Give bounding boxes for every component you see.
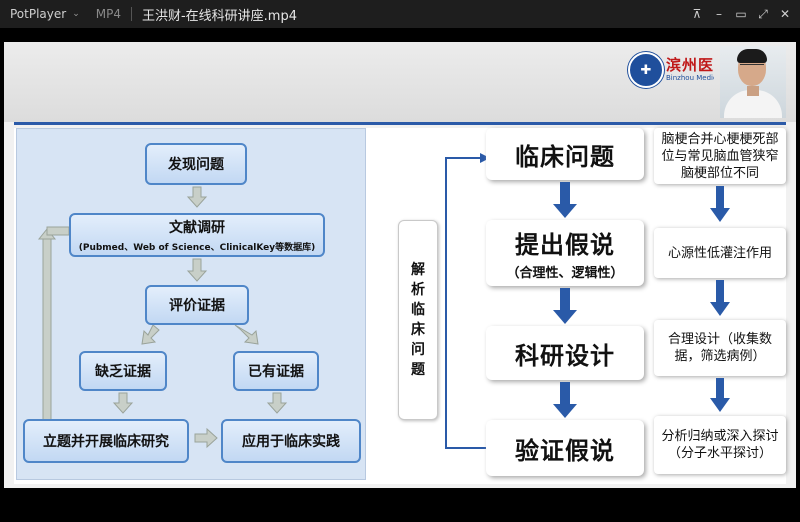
note-infarct-location: 脑梗合并心梗梗死部位与常见脑血管狭窄脑梗部位不同 bbox=[654, 128, 786, 184]
minimize-icon[interactable]: – bbox=[716, 7, 722, 21]
step-title: 临床问题 bbox=[515, 142, 615, 171]
maximize-icon[interactable]: ⤢ bbox=[758, 6, 768, 21]
research-flowchart: 发现问题 文献调研 (Pubmed、Web of Science、Clinica… bbox=[16, 128, 366, 480]
box-label: 立题并开展临床研究 bbox=[43, 434, 169, 450]
side-label-char: 床 bbox=[411, 322, 425, 338]
chevron-down-icon: ⌄ bbox=[72, 9, 80, 19]
slide: ✚ 滨州医学 Binzhou Medic bbox=[4, 42, 796, 488]
header-rule bbox=[14, 122, 786, 125]
arrow-down-icon bbox=[708, 378, 732, 414]
flowchart-connectors bbox=[37, 186, 288, 449]
arrow-down-icon bbox=[553, 288, 577, 324]
letterbox-bottom bbox=[0, 488, 800, 522]
step-title: 验证假说 bbox=[515, 436, 615, 465]
box-label: 发现问题 bbox=[168, 157, 224, 173]
note-text: 心源性低灌注作用 bbox=[667, 245, 772, 261]
close-icon[interactable]: ✕ bbox=[779, 7, 791, 21]
arrow-down-icon bbox=[553, 382, 577, 418]
box-sublabel: (Pubmed、Web of Science、ClinicalKey等数据库) bbox=[78, 243, 316, 253]
note-hypoperfusion: 心源性低灌注作用 bbox=[654, 228, 786, 278]
side-label-char: 析 bbox=[411, 282, 425, 298]
title-bar: PotPlayer ⌄ MP4 王洪财-在线科研讲座.mp4 ⊼ – ▭ ⤢ ✕ bbox=[0, 0, 800, 28]
box-label: 文献调研 bbox=[169, 220, 225, 236]
box-start-research: 立题并开展临床研究 bbox=[23, 419, 189, 463]
step-verify-hypothesis: 验证假说 bbox=[486, 420, 644, 476]
note-design: 合理设计（收集数据，筛选病例） bbox=[654, 320, 786, 376]
box-apply-practice: 应用于临床实践 bbox=[221, 419, 361, 463]
note-text: 合理设计（收集数据，筛选病例） bbox=[667, 332, 772, 364]
box-have-evidence: 已有证据 bbox=[233, 351, 319, 391]
side-label-analyze: 解 析 临 床 问 题 bbox=[398, 220, 438, 420]
player-menu[interactable]: PotPlayer ⌄ bbox=[0, 7, 80, 21]
note-analysis: 分析归纳或深入探讨（分子水平探讨） bbox=[654, 416, 786, 474]
side-label-char: 问 bbox=[411, 342, 425, 358]
box-find-problem: 发现问题 bbox=[145, 143, 247, 185]
side-label-char: 临 bbox=[411, 302, 425, 318]
arrow-down-icon bbox=[553, 182, 577, 218]
slide-content: 发现问题 文献调研 (Pubmed、Web of Science、Clinica… bbox=[14, 128, 786, 484]
box-evaluate-evidence: 评价证据 bbox=[145, 285, 249, 325]
box-label: 评价证据 bbox=[169, 298, 225, 314]
box-literature-review: 文献调研 (Pubmed、Web of Science、ClinicalKey等… bbox=[69, 213, 325, 257]
step-clinical-problem: 临床问题 bbox=[486, 128, 644, 180]
restore-icon[interactable]: ▭ bbox=[735, 7, 747, 21]
window-controls: ⊼ – ▭ ⤢ ✕ bbox=[688, 0, 794, 28]
box-label: 缺乏证据 bbox=[95, 364, 151, 380]
webcam-overlay bbox=[720, 46, 786, 118]
logo-text-en: Binzhou Medic bbox=[666, 74, 714, 82]
step-hypothesis: 提出假说 （合理性、逻辑性） bbox=[486, 220, 644, 286]
logo-text: 滨州医学 bbox=[666, 56, 714, 74]
note-text: 分析归纳或深入探讨（分子水平探讨） bbox=[661, 429, 779, 461]
file-title: 王洪财-在线科研讲座.mp4 bbox=[141, 8, 297, 24]
slide-header: ✚ 滨州医学 Binzhou Medic bbox=[4, 42, 796, 122]
box-lack-evidence: 缺乏证据 bbox=[79, 351, 167, 391]
step-subtitle: （合理性、逻辑性） bbox=[506, 266, 624, 281]
format-label: MP4 bbox=[95, 7, 121, 21]
player-brand: PotPlayer bbox=[10, 7, 67, 21]
university-logo-icon: ✚ bbox=[628, 52, 664, 88]
step-title: 提出假说 bbox=[515, 231, 615, 259]
step-research-design: 科研设计 bbox=[486, 326, 644, 380]
box-label: 应用于临床实践 bbox=[242, 434, 340, 450]
side-label-char: 题 bbox=[411, 362, 425, 378]
note-text: 脑梗合并心梗梗死部位与常见脑血管狭窄脑梗部位不同 bbox=[661, 131, 779, 181]
pin-icon[interactable]: ⊼ bbox=[692, 7, 702, 21]
step-title: 科研设计 bbox=[515, 341, 615, 370]
side-label-char: 解 bbox=[411, 262, 425, 278]
arrow-down-icon bbox=[708, 186, 732, 224]
feedback-bracket bbox=[445, 153, 490, 449]
divider bbox=[130, 7, 132, 21]
box-label: 已有证据 bbox=[248, 364, 304, 380]
arrow-down-icon bbox=[708, 280, 732, 318]
